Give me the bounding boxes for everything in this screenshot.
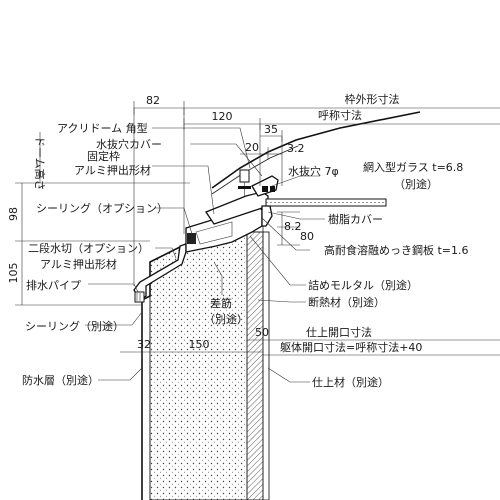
- label-fixed-frame: 固定枠: [87, 149, 120, 163]
- label-body-opening: 躯体開口寸法=呼称寸法+40: [280, 340, 422, 354]
- label-drain-pipe: 排水パイプ: [26, 278, 81, 292]
- leader-lines: [85, 127, 325, 383]
- wall-finish: [262, 231, 270, 500]
- label-sealing-option: シーリング（オプション）: [36, 201, 168, 215]
- resin-cover-shape: [261, 205, 273, 227]
- waterproof-layer: [141, 243, 187, 500]
- dim-35: 35: [264, 123, 278, 136]
- label-rebar-separate: （別途）: [204, 312, 248, 326]
- label-acrylic-dome: アクリドーム 角型: [57, 121, 148, 135]
- dim-3-2: 3.2: [287, 142, 305, 155]
- dimension-lines: [15, 101, 500, 359]
- dim-82: 82: [146, 94, 160, 107]
- sealing-bead: [187, 233, 196, 244]
- wall-hatch: [246, 231, 264, 500]
- dim-150: 150: [189, 338, 210, 351]
- label-steel-plate: 高耐食溶融めっき鋼板 t=1.6: [324, 243, 469, 257]
- wall-body: [246, 205, 270, 500]
- label-two-step-water: 二段水切（オプション）: [28, 241, 149, 255]
- label-separate-1: （別途）: [394, 177, 438, 191]
- label-finish-opening: 仕上開口寸法: [306, 325, 372, 339]
- label-drain-cover: 水抜穴カバー: [96, 137, 162, 151]
- label-nominal: 呼称寸法: [318, 108, 362, 122]
- dim-98: 98: [7, 207, 20, 221]
- dim-20: 20: [245, 141, 259, 154]
- label-resin-cover: 樹脂カバー: [328, 212, 383, 226]
- label-rebar: 差筋: [210, 296, 232, 310]
- dim-32: 32: [137, 338, 151, 351]
- label-insulation: 断熱材（別途）: [308, 295, 385, 309]
- label-alu-extrusion-1: アルミ押出形材: [74, 163, 151, 177]
- label-packing-mortar: 詰めモルタル（別途）: [308, 278, 418, 292]
- dim-8-2: 8.2: [284, 220, 302, 233]
- concrete-curb: [149, 217, 248, 500]
- acrylic-dome-inner: [211, 145, 299, 195]
- label-alu-extrusion-2: アルミ押出形材: [40, 257, 117, 271]
- label-wire-glass: 網入型ガラス t=6.8: [363, 160, 463, 174]
- dim-120: 120: [212, 110, 233, 123]
- dim-50: 50: [255, 326, 269, 339]
- drain-pipe-shape: [134, 291, 145, 303]
- label-finish-material: 仕上材（別途）: [312, 375, 389, 389]
- label-outer-frame: 枠外形寸法: [345, 92, 400, 106]
- label-waterproof: 防水層（別途）: [22, 373, 99, 387]
- fixing-bolt: [238, 169, 251, 196]
- label-sealing-separate: シーリング（別途）: [25, 319, 124, 333]
- label-dome-height: ドーム高さ: [33, 136, 47, 191]
- label-drain-hole: 水抜穴 7φ: [288, 164, 339, 178]
- dim-105: 105: [7, 263, 20, 284]
- dim-80: 80: [300, 230, 314, 243]
